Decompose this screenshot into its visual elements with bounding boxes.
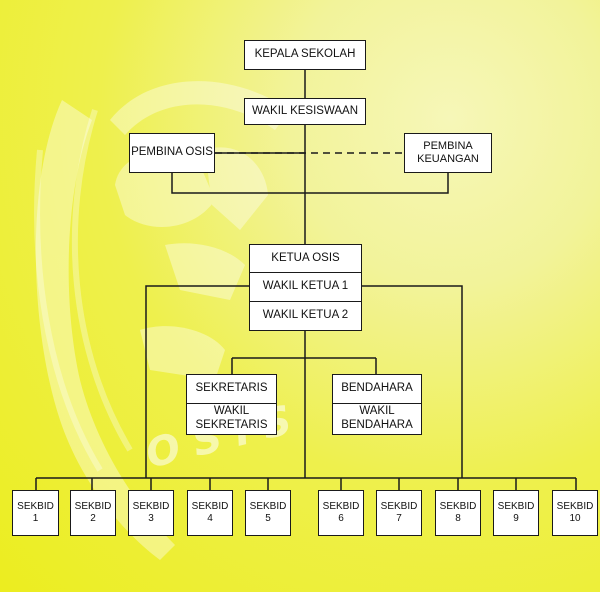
sekbid-2-line2: 2 bbox=[90, 513, 96, 524]
bendahara-group: BENDAHARA WAKIL BENDAHARA bbox=[332, 374, 422, 435]
kepala-sekolah-label: KEPALA SEKOLAH bbox=[254, 48, 356, 61]
sekbid-2-line1: SEKBID bbox=[74, 500, 112, 512]
sekbid-8-line1: SEKBID bbox=[439, 500, 477, 512]
pembina-keuangan-line2: KEUANGAN bbox=[417, 153, 479, 165]
sekbid-10-box: SEKBID 10 bbox=[552, 490, 598, 536]
sekbid-6-line2: 6 bbox=[338, 513, 344, 524]
ketua-osis-cell: KETUA OSIS bbox=[250, 245, 361, 272]
sekretaris-label: SEKRETARIS bbox=[195, 382, 268, 395]
sekbid-1-box: SEKBID 1 bbox=[12, 490, 59, 536]
sekbid-1-line1: SEKBID bbox=[17, 500, 54, 512]
sekretaris-group: SEKRETARIS WAKIL SEKRETARIS bbox=[186, 374, 277, 435]
sekbid-4-line2: 4 bbox=[207, 513, 213, 524]
sekbid-9-box: SEKBID 9 bbox=[493, 490, 539, 536]
ketua-osis-group: KETUA OSIS WAKIL KETUA 1 WAKIL KETUA 2 bbox=[249, 244, 362, 331]
sekbid-4-line1: SEKBID bbox=[191, 500, 229, 512]
pembina-osis-box: PEMBINA OSIS bbox=[129, 133, 215, 173]
sekbid-7-box: SEKBID 7 bbox=[376, 490, 422, 536]
wakil-ketua-2-label: WAKIL KETUA 2 bbox=[262, 308, 349, 321]
sekbid-1-line2: 1 bbox=[32, 513, 39, 524]
sekbid-6-line1: SEKBID bbox=[322, 500, 360, 512]
sekbid-3-line1: SEKBID bbox=[132, 500, 170, 512]
sekbid-9-line2: 9 bbox=[513, 513, 519, 524]
pembina-osis-label: PEMBINA OSIS bbox=[131, 146, 213, 159]
sekbid-9-line1: SEKBID bbox=[497, 500, 535, 512]
wakil-kesiswaan-label: WAKIL KESISWAAN bbox=[251, 104, 359, 117]
wakil-ketua-1-label: WAKIL KETUA 1 bbox=[262, 280, 349, 293]
wakil-ketua-2-cell: WAKIL KETUA 2 bbox=[250, 301, 361, 329]
bendahara-label: BENDAHARA bbox=[341, 382, 413, 395]
kepala-sekolah-box: KEPALA SEKOLAH bbox=[244, 40, 366, 70]
sekbid-8-line2: 8 bbox=[455, 513, 461, 524]
sekbid-6-box: SEKBID 6 bbox=[318, 490, 364, 536]
sekbid-10-line2: 10 bbox=[569, 513, 581, 524]
wakil-bendahara-line1: WAKIL bbox=[359, 405, 395, 418]
wakil-sekretaris-line2: SEKRETARIS bbox=[195, 419, 268, 431]
pembina-keuangan-box: PEMBINA KEUANGAN bbox=[404, 133, 492, 173]
sekbid-5-line1: SEKBID bbox=[249, 500, 287, 512]
wakil-ketua-1-cell: WAKIL KETUA 1 bbox=[250, 272, 361, 301]
wakil-sekretaris-line1: WAKIL bbox=[213, 405, 250, 418]
sekbid-5-line2: 5 bbox=[265, 513, 271, 524]
sekbid-4-box: SEKBID 4 bbox=[187, 490, 233, 536]
sekbid-10-line1: SEKBID bbox=[556, 500, 594, 512]
sekbid-7-line2: 7 bbox=[396, 513, 402, 524]
bendahara-cell: BENDAHARA bbox=[333, 375, 421, 403]
wakil-kesiswaan-box: WAKIL KESISWAAN bbox=[244, 98, 366, 125]
sekbid-8-box: SEKBID 8 bbox=[435, 490, 481, 536]
sekbid-3-box: SEKBID 3 bbox=[128, 490, 174, 536]
wakil-bendahara-line2: BENDAHARA bbox=[341, 419, 413, 431]
sekbid-5-box: SEKBID 5 bbox=[245, 490, 291, 536]
sekbid-2-box: SEKBID 2 bbox=[70, 490, 116, 536]
pembina-keuangan-line1: PEMBINA bbox=[423, 140, 473, 153]
ketua-osis-label: KETUA OSIS bbox=[271, 251, 340, 264]
sekbid-3-line2: 3 bbox=[148, 513, 154, 524]
sekbid-7-line1: SEKBID bbox=[380, 500, 418, 512]
wakil-bendahara-cell: WAKIL BENDAHARA bbox=[333, 403, 421, 434]
wakil-sekretaris-cell: WAKIL SEKRETARIS bbox=[187, 403, 276, 434]
sekretaris-cell: SEKRETARIS bbox=[187, 375, 276, 403]
